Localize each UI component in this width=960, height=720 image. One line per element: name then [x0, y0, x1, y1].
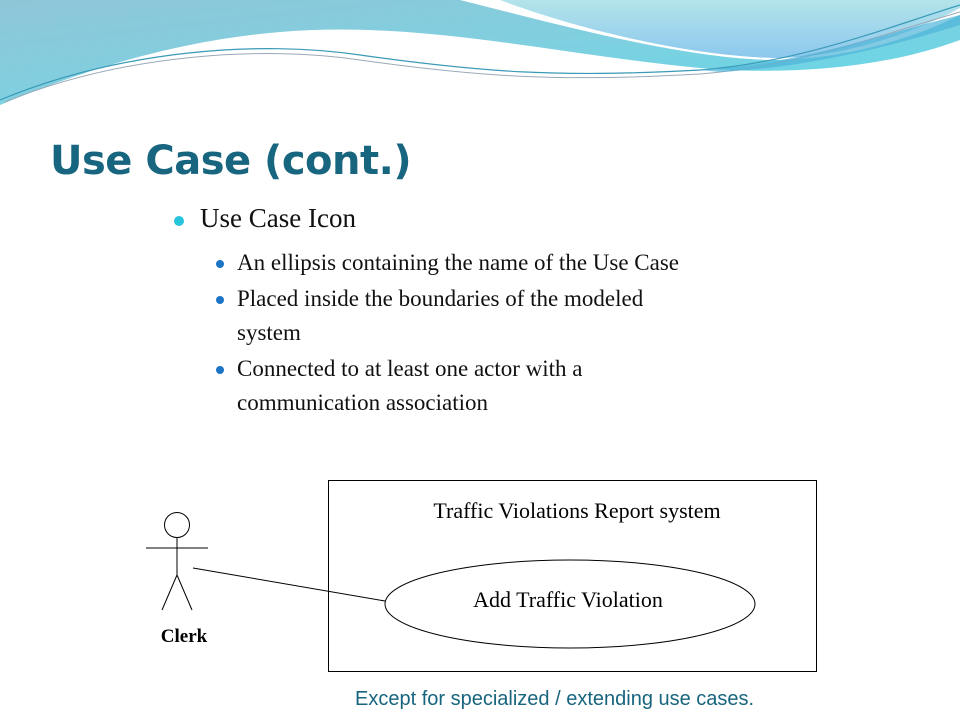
- use-case-label: Add Traffic Violation: [473, 587, 663, 612]
- actor-label: Clerk: [161, 626, 208, 647]
- use-case-ellipse: [384, 559, 756, 649]
- actor-icon: [146, 512, 208, 611]
- sub-bullet-line: communication association: [237, 390, 489, 415]
- slide-title: Use Case (cont.): [50, 138, 412, 184]
- bullet-text: Use Case Icon: [200, 203, 356, 233]
- system-boundary-label: Traffic Violations Report system: [433, 498, 720, 523]
- sub-bullet-line: system: [237, 320, 301, 345]
- sub-bullet-line: Connected to at least one actor with a: [237, 356, 583, 381]
- decorative-wave-header: [0, 0, 960, 105]
- bullet-dot-icon: [174, 216, 184, 226]
- footnote: Except for specialized / extending use c…: [355, 688, 755, 710]
- bullet-dot-icon: [216, 260, 224, 268]
- bullet-dot-icon: [216, 366, 224, 374]
- communication-association: [192, 567, 386, 602]
- system-boundary: [328, 480, 817, 672]
- sub-bullet-line: Placed inside the boundaries of the mode…: [237, 286, 644, 311]
- sub-bullet-line: An ellipsis containing the name of the U…: [237, 250, 680, 275]
- bullet-dot-icon: [216, 296, 224, 304]
